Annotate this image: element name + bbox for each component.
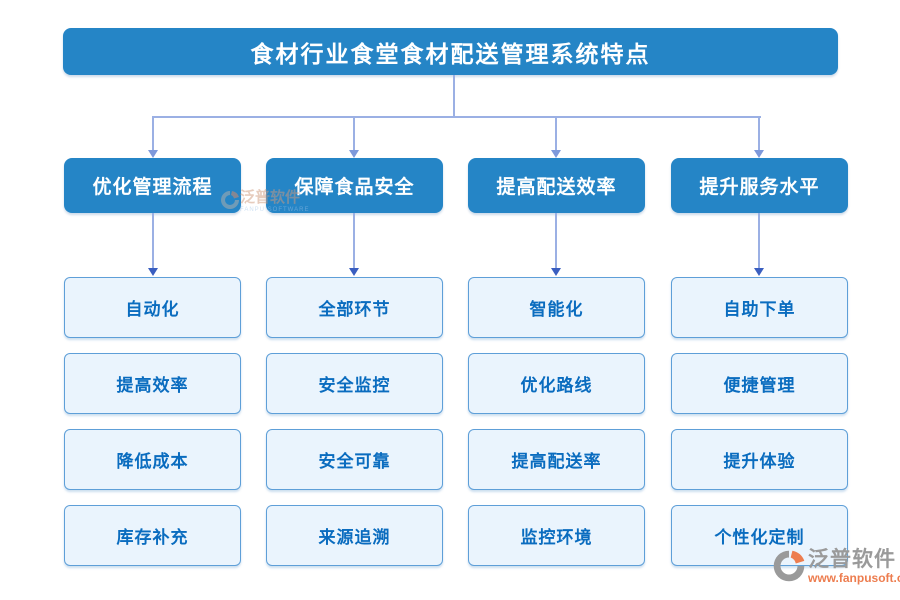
connector-drop (555, 118, 557, 151)
arrow-down-icon (754, 268, 764, 276)
item-box: 降低成本 (64, 429, 241, 490)
item-box: 提高配送率 (468, 429, 645, 490)
brand-url: www.fanpusoft.com (808, 571, 900, 585)
watermark-brand-name: 泛普软件 (240, 189, 301, 206)
item-box: 自动化 (64, 277, 241, 338)
item-box: 提升体验 (671, 429, 848, 490)
item-box: 监控环境 (468, 505, 645, 566)
arrow-down-icon (148, 150, 158, 158)
connector-drop (152, 118, 154, 151)
arrow-down-icon (148, 268, 158, 276)
item-box: 提高效率 (64, 353, 241, 414)
branch-header-optimize-process: 优化管理流程 (64, 158, 241, 213)
item-box: 个性化定制 (671, 505, 848, 566)
item-box: 安全监控 (266, 353, 443, 414)
connector-drop (353, 118, 355, 151)
item-box: 库存补充 (64, 505, 241, 566)
arrow-down-icon (551, 268, 561, 276)
connector-crossbar (152, 116, 761, 118)
item-box: 自助下单 (671, 277, 848, 338)
arrow-down-icon (551, 150, 561, 158)
brand-logo: 泛普软件 www.fanpusoft.com (772, 549, 900, 584)
center-watermark: 泛普软件 FANPU SOFTWARE (220, 190, 309, 213)
brand-name: 泛普软件 (808, 548, 896, 571)
arrow-down-icon (349, 268, 359, 276)
arrow-down-icon (349, 150, 359, 158)
branch-header-food-safety: 保障食品安全 (266, 158, 443, 213)
fanpu-logo-icon (221, 191, 239, 209)
fanpu-logo-icon (773, 550, 805, 582)
item-box: 优化路线 (468, 353, 645, 414)
item-box: 来源追溯 (266, 505, 443, 566)
branch-header-delivery-efficiency: 提高配送效率 (468, 158, 645, 213)
item-box: 安全可靠 (266, 429, 443, 490)
connector-branch-drop (758, 213, 760, 269)
diagram-title: 食材行业食堂食材配送管理系统特点 (63, 28, 838, 75)
connector-stem (453, 75, 455, 117)
connector-drop (758, 118, 760, 151)
connector-branch-drop (555, 213, 557, 269)
connector-branch-drop (152, 213, 154, 269)
connector-branch-drop (353, 213, 355, 269)
branch-header-service-level: 提升服务水平 (671, 158, 848, 213)
arrow-down-icon (754, 150, 764, 158)
item-box: 全部环节 (266, 277, 443, 338)
item-box: 便捷管理 (671, 353, 848, 414)
watermark-brand-caption: FANPU SOFTWARE (240, 207, 310, 213)
item-box: 智能化 (468, 277, 645, 338)
